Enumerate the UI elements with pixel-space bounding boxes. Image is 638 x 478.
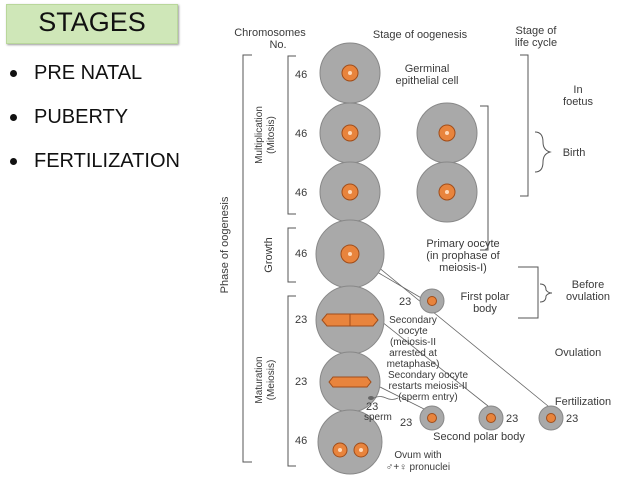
stage-restart-label: Secondary oocyte (388, 370, 468, 381)
title-box: STAGES (6, 4, 178, 44)
cell-germinal (319, 42, 381, 104)
second-polar-number: 23 (400, 417, 412, 429)
bullet-item-fertilization: FERTILIZATION (6, 150, 216, 194)
stage-primary-label: meiosis-I) (439, 262, 487, 274)
second-polar-body (419, 405, 445, 431)
chromosome-number: 46 (295, 248, 307, 260)
col-stage-label: Stage of oogenesis (373, 29, 468, 41)
stage-secondary-label: oocyte (398, 326, 428, 337)
ovum-label: Ovum with (394, 450, 441, 461)
lifecycle-foetus-label: foetus (563, 96, 593, 108)
sperm-icon (368, 396, 399, 400)
stage-primary-label: Primary oocyte (426, 238, 499, 250)
growth-bracket (287, 227, 296, 283)
stage-restart-label: (sperm entry) (398, 392, 457, 403)
chromosome-number: 23 (295, 376, 307, 388)
stage-germinal-label: Germinal (405, 63, 450, 75)
lifecycle-bracket-foetus (520, 54, 529, 197)
phase-label: Phase of oogenesis (219, 196, 231, 293)
bullet-label: PUBERTY (34, 106, 129, 128)
phase-bracket (242, 54, 252, 463)
bullet-label: PRE NATAL (34, 62, 143, 84)
first-polar-number: 23 (399, 296, 411, 308)
lifecycle-before-ovulation-label: Before (572, 279, 604, 291)
bullet-item-prenatal: PRE NATAL (6, 62, 216, 106)
chromosome-number: 46 (295, 69, 307, 81)
first-polar-label: First polar (461, 291, 510, 303)
second-polar-number: 23 (506, 413, 518, 425)
second-polar-number: 23 (566, 413, 578, 425)
chromosome-number: 46 (295, 187, 307, 199)
cell-secondary-oocyte (315, 285, 385, 355)
stage-secondary-label: (meiosis-II (390, 337, 436, 348)
cell-side-mitosis-1 (416, 102, 478, 164)
slide-title: STAGES (38, 7, 146, 37)
cell-mitosis-2 (319, 161, 381, 223)
chromosome-number: 46 (295, 128, 307, 140)
stage-secondary-label: Secondary (389, 315, 437, 326)
first-polar-label: body (473, 303, 497, 315)
polar-body-line (371, 313, 489, 407)
chromosome-number: 46 (295, 435, 307, 447)
sperm-label: sperm (364, 412, 392, 423)
maturation-label: Maturation (254, 356, 265, 403)
lifecycle-fertilization-label: Fertilization (555, 396, 611, 408)
polar-body-line (371, 268, 424, 300)
second-polar-body (538, 405, 564, 431)
first-polar-body (419, 288, 445, 314)
col-chromosomes-label: Chromosomes (234, 27, 306, 39)
bullet-dot-icon (10, 70, 17, 77)
ovum-label: ♂+♀ pronuclei (386, 462, 450, 473)
bullet-item-puberty: PUBERTY (6, 106, 216, 150)
bullet-label: FERTILIZATION (34, 150, 180, 172)
multiplication-bracket (287, 55, 296, 215)
cell-mitosis-1 (319, 102, 381, 164)
polar-body-line (371, 382, 427, 411)
lifecycle-bracket-ovulation (518, 266, 539, 319)
maturation-bracket (287, 295, 296, 467)
col-lifecycle-label: Stage of (516, 25, 558, 37)
multiplication-label: Multiplication (254, 106, 265, 164)
chromosome-number: 23 (295, 314, 307, 326)
cell-side-mitosis-2 (416, 161, 478, 223)
second-polar-body (478, 405, 504, 431)
stage-restart-label: restarts meiosis-II (389, 381, 468, 392)
bullet-list: PRE NATAL PUBERTY FERTILIZATION (6, 62, 216, 194)
stage-secondary-label: metaphase) (387, 359, 440, 370)
col-lifecycle-label: life cycle (515, 37, 557, 49)
lifecycle-ovulation-label: Ovulation (555, 347, 601, 359)
lifecycle-before-ovulation-label: ovulation (566, 291, 610, 303)
growth-label: Growth (263, 237, 275, 272)
maturation-label: (Meiosis) (266, 360, 277, 401)
lifecycle-bracket-birth (480, 105, 489, 251)
second-polar-label: Second polar body (433, 431, 525, 443)
stage-germinal-label: epithelial cell (396, 75, 459, 87)
col-chromosomes-label: No. (269, 39, 286, 51)
stage-primary-label: (in prophase of (426, 250, 500, 262)
cell-primary-oocyte (315, 219, 385, 289)
bullet-dot-icon (10, 158, 17, 165)
sperm-number: 23 (366, 401, 378, 413)
lifecycle-foetus-label: In (573, 84, 582, 96)
lifecycle-brace (534, 131, 552, 173)
cell-ovum (317, 409, 383, 475)
bullet-dot-icon (10, 114, 17, 121)
lifecycle-birth-label: Birth (563, 147, 586, 159)
stage-secondary-label: arrested at (389, 348, 437, 359)
multiplication-label: (Mitosis) (266, 116, 277, 154)
lifecycle-brace-ovulation (539, 283, 553, 303)
